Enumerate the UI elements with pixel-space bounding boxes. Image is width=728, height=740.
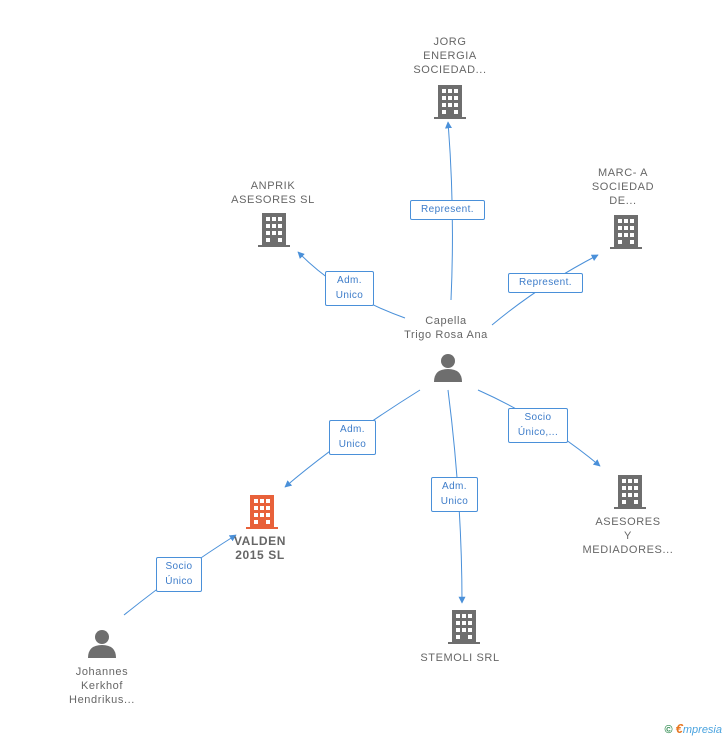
valden-node-label[interactable]: VALDEN 2015 SL [233,534,287,562]
edge-label-johannes-valden: Socio Único [156,557,202,592]
capella-person-icon[interactable] [433,352,463,382]
marc-node-label[interactable]: MARC- A SOCIEDAD DE... [591,167,655,207]
stemoli-building-icon[interactable] [448,610,480,644]
stemoli-node-label[interactable]: STEMOLI SRL [420,652,500,664]
brand-footer: © €mpresia [664,721,722,736]
anprik-building-icon[interactable] [258,213,290,247]
edge-label-capella-stemoli: Adm. Unico [431,477,478,512]
johannes-node-label[interactable]: Johannes Kerkhof Hendrikus... [69,666,135,706]
anprik-node-label[interactable]: ANPRIK ASESORES SL [231,180,315,206]
capella-node-label[interactable]: Capella Trigo Rosa Ana [404,315,488,341]
edge-label-capella-valden: Adm. Unico [329,420,376,455]
edge-label-capella-marc: Represent. [508,273,583,293]
edge-label-capella-jorg: Represent. [410,200,485,220]
edge-label-capella-anprik: Adm. Unico [325,271,374,306]
marc-building-icon[interactable] [610,215,642,249]
copyright-icon: © [664,724,673,736]
asesores-node-label[interactable]: ASESORES Y MEDIADORES... [582,516,674,556]
johannes-person-icon[interactable] [87,628,117,658]
asesores-building-icon[interactable] [614,475,646,509]
brand-logo-icon: € [675,721,683,736]
edge-label-capella-asesores: Socio Único,... [508,408,568,443]
jorg-building-icon[interactable] [434,85,466,119]
brand-name: mpresia [682,724,722,736]
jorg-node-label[interactable]: JORG ENERGIA SOCIEDAD... [413,36,487,76]
valden-building-icon[interactable] [246,495,278,529]
